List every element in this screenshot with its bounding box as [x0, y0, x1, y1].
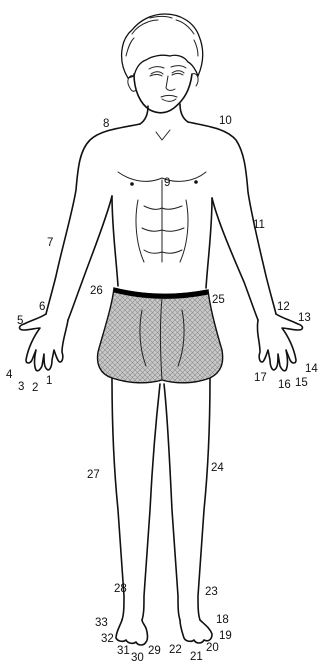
left-hand: [20, 314, 69, 371]
label-15: 15: [295, 377, 308, 389]
label-3: 3: [18, 381, 24, 393]
label-2: 2: [32, 382, 38, 394]
label-26: 26: [90, 285, 103, 297]
waistband: [114, 290, 208, 296]
right-leg: [198, 378, 210, 620]
label-31: 31: [117, 645, 130, 657]
right-hand: [257, 314, 302, 371]
label-27: 27: [87, 469, 100, 481]
label-17: 17: [254, 372, 267, 384]
label-28: 28: [114, 583, 127, 595]
label-23: 23: [205, 586, 218, 598]
label-7: 7: [47, 237, 53, 249]
label-30: 30: [131, 652, 144, 662]
label-9: 9: [164, 177, 170, 189]
label-14: 14: [305, 363, 318, 375]
label-4: 4: [6, 369, 13, 381]
label-12: 12: [277, 301, 290, 313]
label-6: 6: [39, 301, 45, 313]
right-foot: [180, 620, 212, 643]
left-foot: [116, 620, 148, 645]
label-5: 5: [17, 315, 23, 327]
face: [134, 74, 192, 113]
label-24: 24: [211, 462, 224, 474]
label-8: 8: [103, 118, 109, 130]
label-16: 16: [278, 379, 291, 391]
hair: [122, 14, 203, 78]
label-25: 25: [212, 294, 225, 306]
label-22: 22: [169, 644, 182, 656]
label-20: 20: [206, 642, 219, 654]
label-11: 11: [253, 219, 265, 231]
label-1: 1: [46, 375, 52, 387]
label-10: 10: [219, 115, 232, 127]
label-29: 29: [148, 645, 161, 657]
label-33: 33: [95, 617, 108, 629]
label-32: 32: [101, 633, 114, 645]
label-21: 21: [190, 651, 203, 662]
label-18: 18: [216, 614, 229, 626]
label-19: 19: [219, 630, 232, 642]
label-13: 13: [298, 312, 311, 324]
